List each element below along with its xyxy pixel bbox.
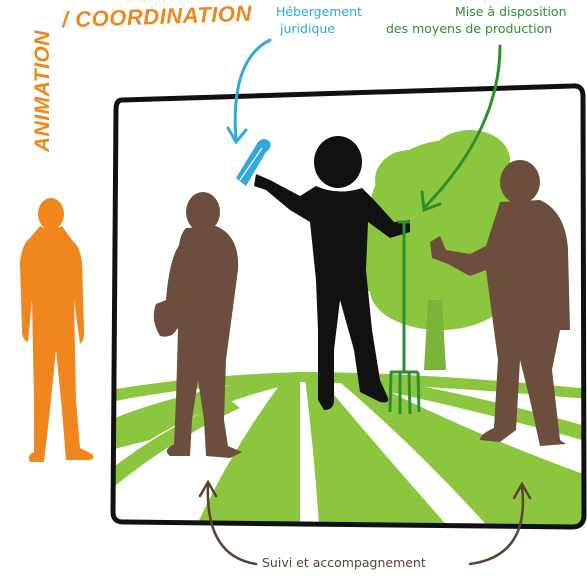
coordinator-figure — [20, 198, 94, 462]
pitchfork — [388, 220, 421, 415]
scroll-document — [236, 139, 271, 186]
green-arrow — [420, 44, 502, 213]
blue-arrow — [226, 38, 272, 145]
animation-label: ANIMATION — [31, 30, 54, 152]
center-person — [254, 136, 410, 410]
mise-a-disposition-line2: des moyens de production — [386, 21, 553, 36]
brown-arrows — [198, 479, 532, 566]
hebergement-label-line1: Hébergement — [276, 4, 362, 19]
hebergement-label-line2: juridique — [280, 21, 335, 36]
left-person — [153, 192, 242, 458]
right-person — [430, 160, 570, 446]
mise-a-disposition-line1: Mise à disposition — [455, 4, 567, 19]
suivi-label: Suivi et accompagnement — [262, 555, 426, 570]
scene-frame — [110, 83, 587, 530]
